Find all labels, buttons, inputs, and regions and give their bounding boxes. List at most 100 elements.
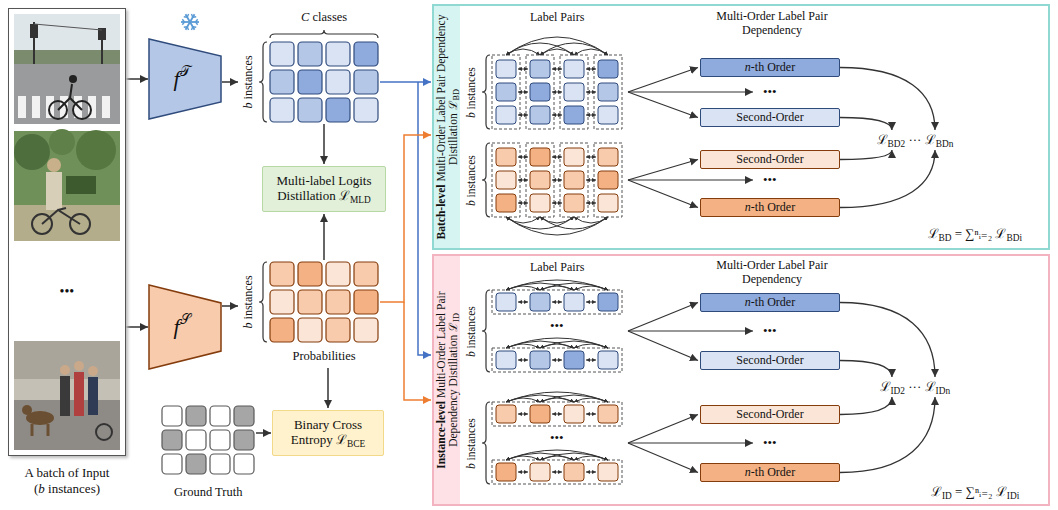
photo-part [74, 361, 84, 371]
snowflake-icon [182, 22, 184, 25]
photo-part [96, 424, 112, 440]
prob-cell [530, 405, 550, 423]
text-run: ••• [60, 284, 75, 299]
pair-arc [506, 338, 608, 348]
probability-cell [354, 262, 378, 286]
text-run: b [38, 481, 45, 496]
node-label: Binary Cross Entropy ℒBCE [279, 418, 377, 448]
matrix-caption: Probabilities [293, 349, 356, 363]
snowflake-icon [186, 14, 191, 22]
ground-truth-cell [186, 454, 206, 474]
prob-cell [564, 148, 584, 166]
ground-truth-cell [162, 406, 182, 426]
text-run: b [240, 322, 254, 328]
text-run: BDn [936, 138, 954, 148]
row-group [492, 460, 622, 484]
brace [482, 55, 490, 129]
ground-truth-cell [210, 454, 230, 474]
node-label: n-th Order [745, 466, 795, 480]
text-run: MLD [350, 195, 371, 205]
pair-link [552, 360, 562, 361]
flow-arrow [256, 432, 271, 434]
loss-arrow [840, 150, 935, 208]
flow-arrow [323, 124, 325, 164]
text-run: Second-Order [736, 110, 803, 124]
photo-street [14, 14, 120, 124]
node-label: n-th Order [745, 296, 795, 310]
panel-title: Batch-level Multi-Order Label Pair Depen… [435, 12, 459, 242]
prob-cell [598, 83, 618, 101]
text-run: Label Pairs [530, 10, 584, 24]
pair-link [552, 157, 562, 158]
text-run: ID [452, 313, 461, 322]
text-run: n [745, 295, 751, 309]
loss-formula: ℒID = ∑ⁿᵢ₌₂ ℒIDi [931, 485, 1019, 500]
order-box: Second-Order [700, 405, 840, 424]
brace [482, 290, 490, 372]
axis-label: b instances [464, 155, 477, 206]
probability-cell [354, 290, 378, 314]
brace [270, 30, 378, 38]
text-run: ••• [763, 323, 777, 338]
photo-part [60, 376, 70, 416]
snowflake-icon [196, 22, 198, 25]
probability-cell [270, 290, 294, 314]
pair-link [552, 302, 562, 303]
ground-truth-cell [234, 454, 254, 474]
student-network: f𝒮 [148, 284, 222, 370]
column-group [526, 143, 554, 217]
prob-cell [496, 60, 516, 78]
probability-cell [298, 290, 322, 314]
ellipsis: ••• [763, 173, 777, 188]
prob-cell [564, 351, 584, 369]
prob-cell [564, 106, 584, 124]
probability-cell [298, 318, 322, 342]
prob-cell [530, 463, 550, 481]
pair-link [518, 360, 528, 361]
text-run: -th Order [751, 465, 795, 479]
text-run: 𝒯 [180, 64, 191, 79]
student-flow [404, 302, 431, 400]
text-run: BDi [1006, 232, 1022, 242]
pair-link [518, 92, 528, 93]
text-run: ••• [550, 318, 564, 333]
snowflake-icon [182, 19, 184, 22]
row-group [492, 402, 622, 426]
node-label: Second-Order [736, 408, 803, 422]
photo-part [22, 405, 32, 415]
loss-term: ℒBD2 ··· ℒBDn [877, 133, 954, 148]
loss-term: ℒID2 ··· ℒIDn [880, 380, 951, 395]
network-shape [148, 38, 222, 120]
prob-cell [530, 60, 550, 78]
text-run: f [173, 66, 179, 91]
text-run: instances [240, 55, 254, 102]
network-outline [149, 39, 221, 119]
text-run: ℒ [339, 188, 350, 203]
ground-truth-cell [186, 430, 206, 450]
snowflake-icon [191, 14, 192, 17]
text-run: b [464, 200, 476, 206]
node-label: Second-Order [736, 153, 803, 167]
column-header: Multi-Order Label Pair Dependency [707, 10, 837, 38]
module-panel: n-th OrderSecond-OrderSecond-Ordern-th O… [432, 4, 1050, 250]
order-box: Second-Order [700, 351, 840, 370]
column-header: Label Pairs [530, 261, 584, 275]
column-header: Multi-Order Label Pair Dependency [707, 259, 837, 287]
photo-part [14, 50, 120, 64]
pair-arc [506, 450, 608, 460]
prob-cell [496, 171, 516, 189]
photo-part [69, 75, 77, 83]
snowflake-icon [187, 14, 188, 17]
prob-cell [598, 171, 618, 189]
prob-cell [598, 405, 618, 423]
photo-part [31, 424, 34, 436]
text-run: IDi [1007, 490, 1019, 500]
photo-part [60, 365, 70, 375]
student-flow [380, 135, 431, 302]
probability-cell [326, 290, 350, 314]
text-run: Label Pairs [530, 260, 584, 274]
text-run: f [173, 314, 179, 339]
order-box: n-th Order [700, 198, 840, 217]
text-run: BD2 [888, 138, 906, 148]
